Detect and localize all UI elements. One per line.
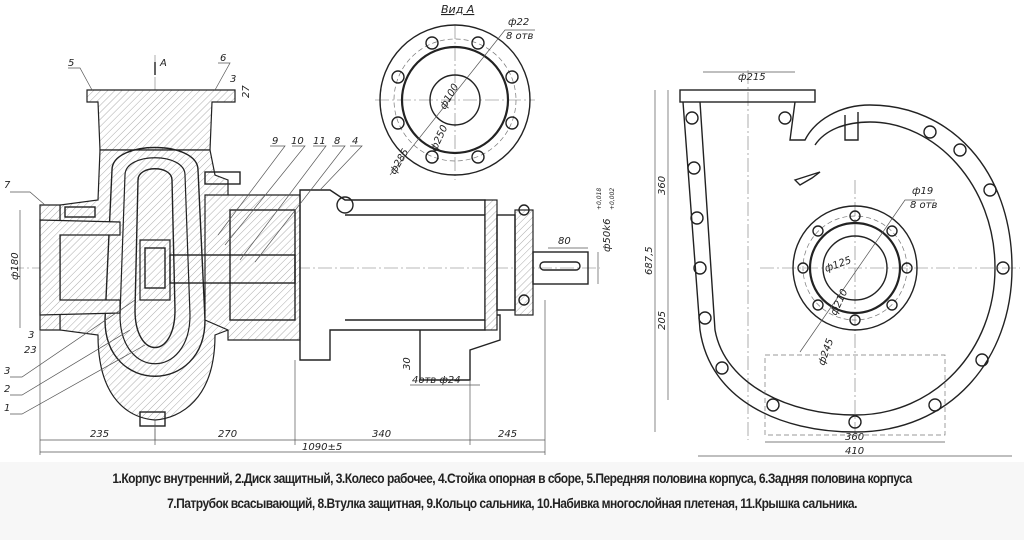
dim-h205: 205 (657, 311, 668, 330)
dim-d245: ф245 (816, 337, 836, 367)
parts-legend-line-1: 1.Корпус внутренний, 2.Диск защитный, 3.… (112, 470, 912, 486)
dim-270: 270 (218, 429, 237, 440)
dim-left-23: 23 (24, 345, 37, 356)
view-a-hole-count: 8 отв (506, 31, 533, 42)
view-a-title: Вид А (441, 3, 474, 16)
part-label-4: 4 (352, 136, 358, 147)
dim-245: 245 (498, 429, 517, 440)
dim-w360: 360 (845, 432, 864, 443)
side-view-flange-holes (797, 210, 913, 326)
part-label-5: 5 (68, 58, 74, 69)
part-label-6: 6 (220, 53, 226, 64)
side-view-hole-count: 8 отв (910, 200, 937, 211)
dim-inlet-dia: ф180 (10, 252, 21, 280)
dim-shaft-tol-lower: +0,002 (609, 188, 616, 210)
dim-d125: ф125 (823, 255, 853, 275)
view-arrow-label: А (159, 58, 167, 69)
view-a-d285: ф285 (388, 147, 411, 176)
dim-outlet-dia: ф215 (738, 72, 766, 83)
part-label-10: 10 (291, 136, 304, 147)
section-labels: А 7 3 2 1 5 6 9 10 11 8 4 3 27 ф180 3 23… (4, 53, 616, 453)
dim-flange-3: 3 (230, 74, 236, 85)
parts-legend: 1.Корпус внутренний, 2.Диск защитный, 3.… (0, 462, 1024, 540)
part-label-2: 2 (4, 384, 10, 395)
side-view-hole-dia: ф19 (912, 186, 933, 197)
side-view: ф215 360 687,5 205 ф19 8 отв ф125 ф210 ф… (644, 70, 1020, 457)
part-label-8: 8 (334, 136, 340, 147)
dim-w410: 410 (845, 446, 864, 457)
part-label-3: 3 (4, 366, 10, 377)
dim-foot-holes: 4отв ф24 (412, 375, 461, 386)
part-label-11: 11 (313, 136, 326, 147)
dim-flange-27: 27 (241, 85, 252, 98)
dim-h6875: 687,5 (644, 246, 655, 275)
dim-shaft-tol-upper: +0,018 (596, 188, 603, 210)
part-label-1: 1 (4, 403, 10, 414)
view-a-d100: ф100 (438, 82, 461, 111)
dim-235: 235 (90, 429, 109, 440)
view-a-bolt-holes (391, 36, 519, 164)
dim-shaft-length: 80 (558, 236, 571, 247)
section-view (10, 55, 600, 455)
side-view-casing-bolts (685, 111, 1010, 429)
dim-total: 1090±5 (302, 442, 342, 453)
parts-legend-line-2: 7.Патрубок всасывающий, 8.Втулка защитна… (167, 495, 857, 511)
pump-drawing: А 7 3 2 1 5 6 9 10 11 8 4 3 27 ф180 3 23… (4, 3, 1020, 457)
dim-foot-30: 30 (402, 357, 413, 370)
part-label-7: 7 (4, 180, 11, 191)
view-a-hole-dia: ф22 (508, 17, 529, 28)
dim-shaft-dia: ф50k6 (602, 219, 613, 252)
dim-340: 340 (372, 429, 391, 440)
dim-left-3: 3 (28, 330, 34, 341)
part-label-9: 9 (272, 136, 278, 147)
view-a: Вид А ф22 8 отв ф100 ф250 ф285 (375, 3, 535, 180)
dim-h360: 360 (657, 176, 668, 195)
view-a-d250: ф250 (429, 124, 451, 154)
